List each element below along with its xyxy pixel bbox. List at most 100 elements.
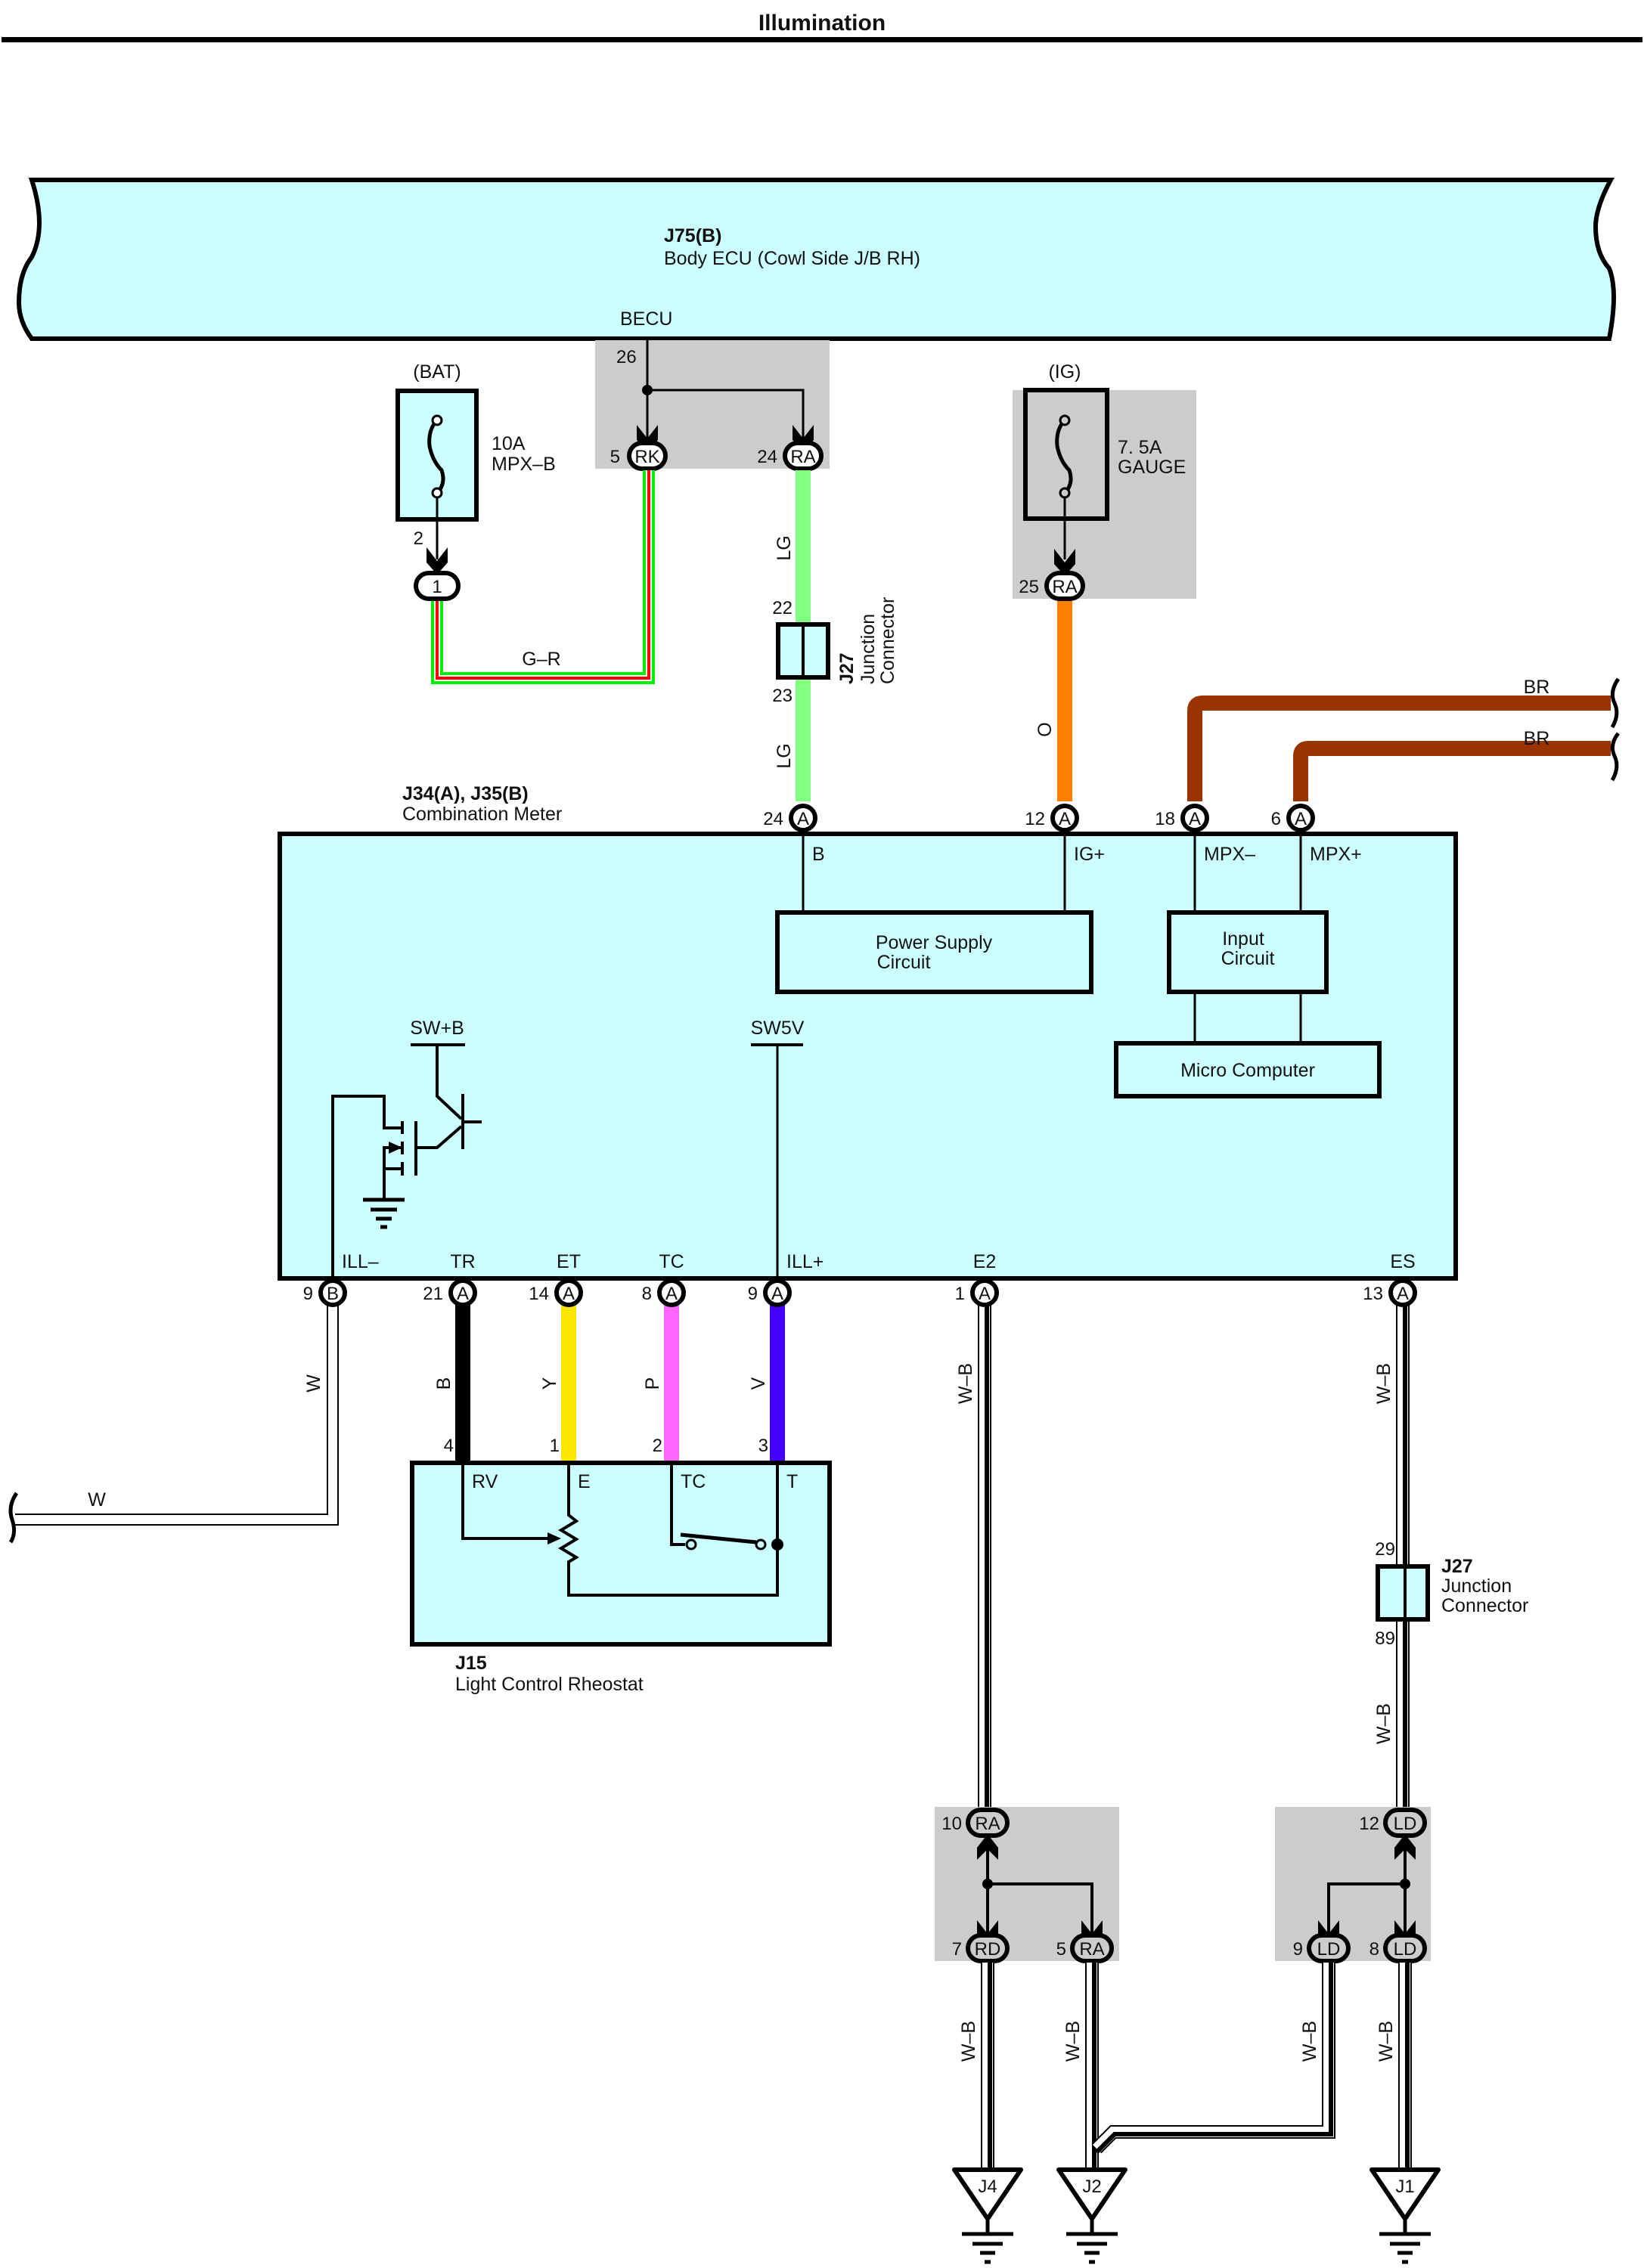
ig-source-label: (IG): [1048, 361, 1081, 383]
svg-text:21: 21: [423, 1284, 443, 1304]
meter-top-pin[interactable]: A 6: [1271, 804, 1315, 832]
wire-w-b-es: [1396, 1294, 1410, 1807]
switch-blade-icon: [680, 1532, 757, 1545]
ground-icon: [363, 1198, 405, 1229]
meter-name: Combination Meter: [402, 804, 562, 825]
svg-text:A: A: [797, 809, 809, 829]
fuse-icon: [427, 419, 445, 494]
terminal-label: ILL+: [786, 1251, 824, 1272]
arrow-up-icon: [1394, 1834, 1416, 1860]
page-title: Illumination: [758, 11, 886, 36]
connector-ra-out[interactable]: [1070, 1933, 1114, 1963]
input-circuit-label: Input: [1222, 928, 1264, 950]
fuse-ig-rating: 7. 5A: [1118, 437, 1162, 458]
pin-12: 12: [1359, 1814, 1379, 1834]
svg-text:9: 9: [748, 1284, 758, 1304]
rheostat-pin: 3: [758, 1436, 768, 1456]
wire-label-w: W: [303, 1374, 324, 1393]
connector-rk[interactable]: [627, 441, 668, 471]
meter-bottom-pin[interactable]: B 9: [303, 1278, 347, 1307]
ig-splice-area: [1013, 390, 1196, 599]
power-supply-label: Circuit: [877, 952, 931, 973]
connector-ra-ground[interactable]: [966, 1808, 1010, 1838]
meter-bottom-pin[interactable]: A 9: [748, 1278, 792, 1307]
meter-top-pin[interactable]: A 24: [763, 804, 817, 832]
becu-terminal-label: BECU: [620, 308, 672, 330]
light-control-rheostat: [410, 1461, 832, 1647]
junction-connector-j27-lower[interactable]: [1376, 1564, 1430, 1622]
connector-ld-9[interactable]: [1307, 1933, 1351, 1963]
svg-text:9: 9: [303, 1284, 313, 1304]
meter-bottom-pin[interactable]: A 21: [423, 1278, 477, 1307]
pin-25: 25: [1019, 577, 1039, 597]
sw5v-label: SW5V: [751, 1018, 805, 1039]
ground-point-j1[interactable]: J1: [1369, 2167, 1441, 2264]
pin-7: 7: [952, 1939, 962, 1960]
rheostat-pin: 1: [550, 1436, 560, 1456]
svg-text:A: A: [563, 1284, 575, 1304]
meter-top-pin[interactable]: A 12: [1025, 804, 1079, 832]
wire-w-b-j1: [1398, 1963, 1412, 2168]
ground-point-j2[interactable]: J2: [1056, 2167, 1128, 2264]
meter-bottom-pin[interactable]: A 14: [529, 1278, 583, 1307]
svg-text:J2: J2: [1082, 2177, 1101, 2197]
body-ecu-id: J75(B): [664, 225, 721, 246]
wire-label-w-b: W–B: [1299, 2021, 1320, 2062]
svg-text:6: 6: [1271, 809, 1281, 829]
connector-rk-label: RK: [634, 447, 659, 467]
fuse-bat-pin: 2: [414, 528, 423, 549]
svg-text:8: 8: [642, 1284, 652, 1304]
svg-text:1: 1: [955, 1284, 965, 1304]
junction-name: Connector: [1441, 1595, 1528, 1616]
connector-ra-ig[interactable]: [1044, 571, 1085, 601]
wire-label-b: B: [433, 1377, 454, 1390]
connector-label: RA: [1079, 1939, 1104, 1960]
fuse-ig-box: [1023, 388, 1109, 521]
rheostat-terminal: E: [578, 1471, 591, 1492]
meter-bottom-pin[interactable]: A 13: [1363, 1278, 1417, 1307]
pin-10: 10: [941, 1814, 962, 1834]
connector-1[interactable]: [414, 571, 461, 601]
ground-point-j4[interactable]: J4: [952, 2167, 1023, 2264]
connector-ld-8[interactable]: [1383, 1933, 1427, 1963]
rheostat-name: Light Control Rheostat: [455, 1674, 644, 1695]
wire-w: [15, 1294, 339, 1526]
svg-text:B: B: [327, 1284, 339, 1304]
connector-label: LD: [1394, 1939, 1417, 1960]
fuse-bat-name: MPX–B: [492, 454, 556, 475]
micro-computer: [1114, 1041, 1382, 1098]
terminal-label: E2: [973, 1251, 997, 1272]
svg-text:J1: J1: [1395, 2177, 1414, 2197]
connector-rd[interactable]: [966, 1933, 1010, 1963]
meter-top-pin[interactable]: A 18: [1155, 804, 1209, 832]
pin-23: 23: [772, 686, 793, 706]
fuse-bat-rating: 10A: [492, 433, 526, 454]
junction-id: J27: [1441, 1556, 1473, 1577]
meter-bottom-pin[interactable]: A 1: [955, 1278, 999, 1307]
rheostat-terminal: T: [786, 1471, 798, 1492]
terminal-label: TR: [450, 1251, 475, 1272]
meter-bottom-pin[interactable]: A 8: [642, 1278, 686, 1307]
wire-label-w-b: W–B: [1373, 1363, 1394, 1404]
wire-label-w-b: W–B: [955, 1363, 976, 1404]
connector-1-label: 1: [432, 577, 442, 597]
becu-pin-26: 26: [616, 347, 637, 367]
svg-text:J4: J4: [978, 2177, 997, 2197]
pin-29: 29: [1375, 1539, 1395, 1560]
body-ecu-outline: [16, 178, 1616, 341]
svg-text:14: 14: [529, 1284, 549, 1304]
wire-w-b-j4: [981, 1963, 994, 2168]
wire-br-mpx-minus: [1187, 696, 1611, 801]
wire-label-w-b: W–B: [1376, 2021, 1397, 2062]
connector-ld-ground[interactable]: [1383, 1808, 1427, 1838]
title-rule: [2, 37, 1642, 42]
wire-label-lg: LG: [774, 743, 795, 768]
becu-branch: [647, 389, 805, 438]
wire-label-g-r: G–R: [522, 649, 560, 670]
wire-label-w-b: W–B: [958, 2021, 979, 2062]
wire-br-mpx-plus: [1293, 741, 1611, 801]
wire-w-b-j2: [1085, 1963, 1099, 2168]
connector-ra[interactable]: [783, 441, 824, 471]
wire-label-y: Y: [539, 1377, 560, 1390]
